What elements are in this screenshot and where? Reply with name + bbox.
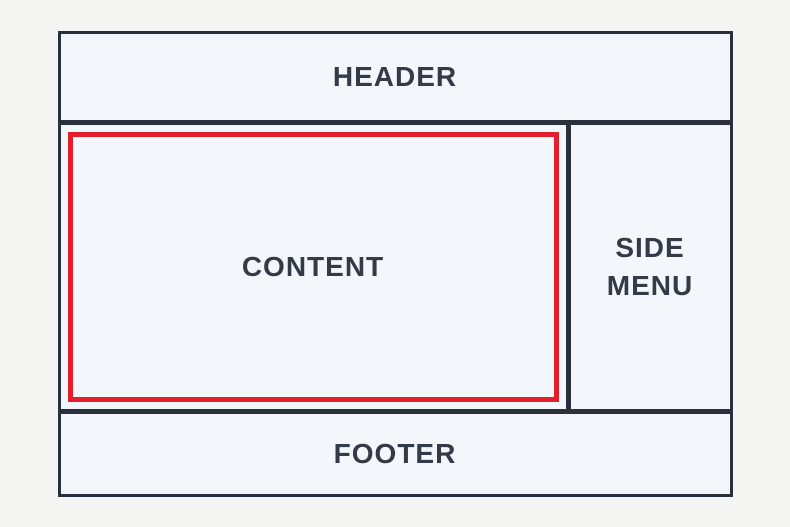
side-menu-section: SIDE MENU <box>570 124 730 409</box>
footer-section: FOOTER <box>60 413 730 494</box>
layout-diagram: HEADER CONTENT SIDE MENU FOOTER <box>57 30 733 497</box>
content-section: CONTENT <box>60 124 566 409</box>
footer-label: FOOTER <box>333 437 457 469</box>
side-menu-label: SIDE MENU <box>606 231 694 301</box>
header-section: HEADER <box>60 33 730 120</box>
header-label: HEADER <box>332 60 458 92</box>
content-label: CONTENT <box>241 250 385 282</box>
